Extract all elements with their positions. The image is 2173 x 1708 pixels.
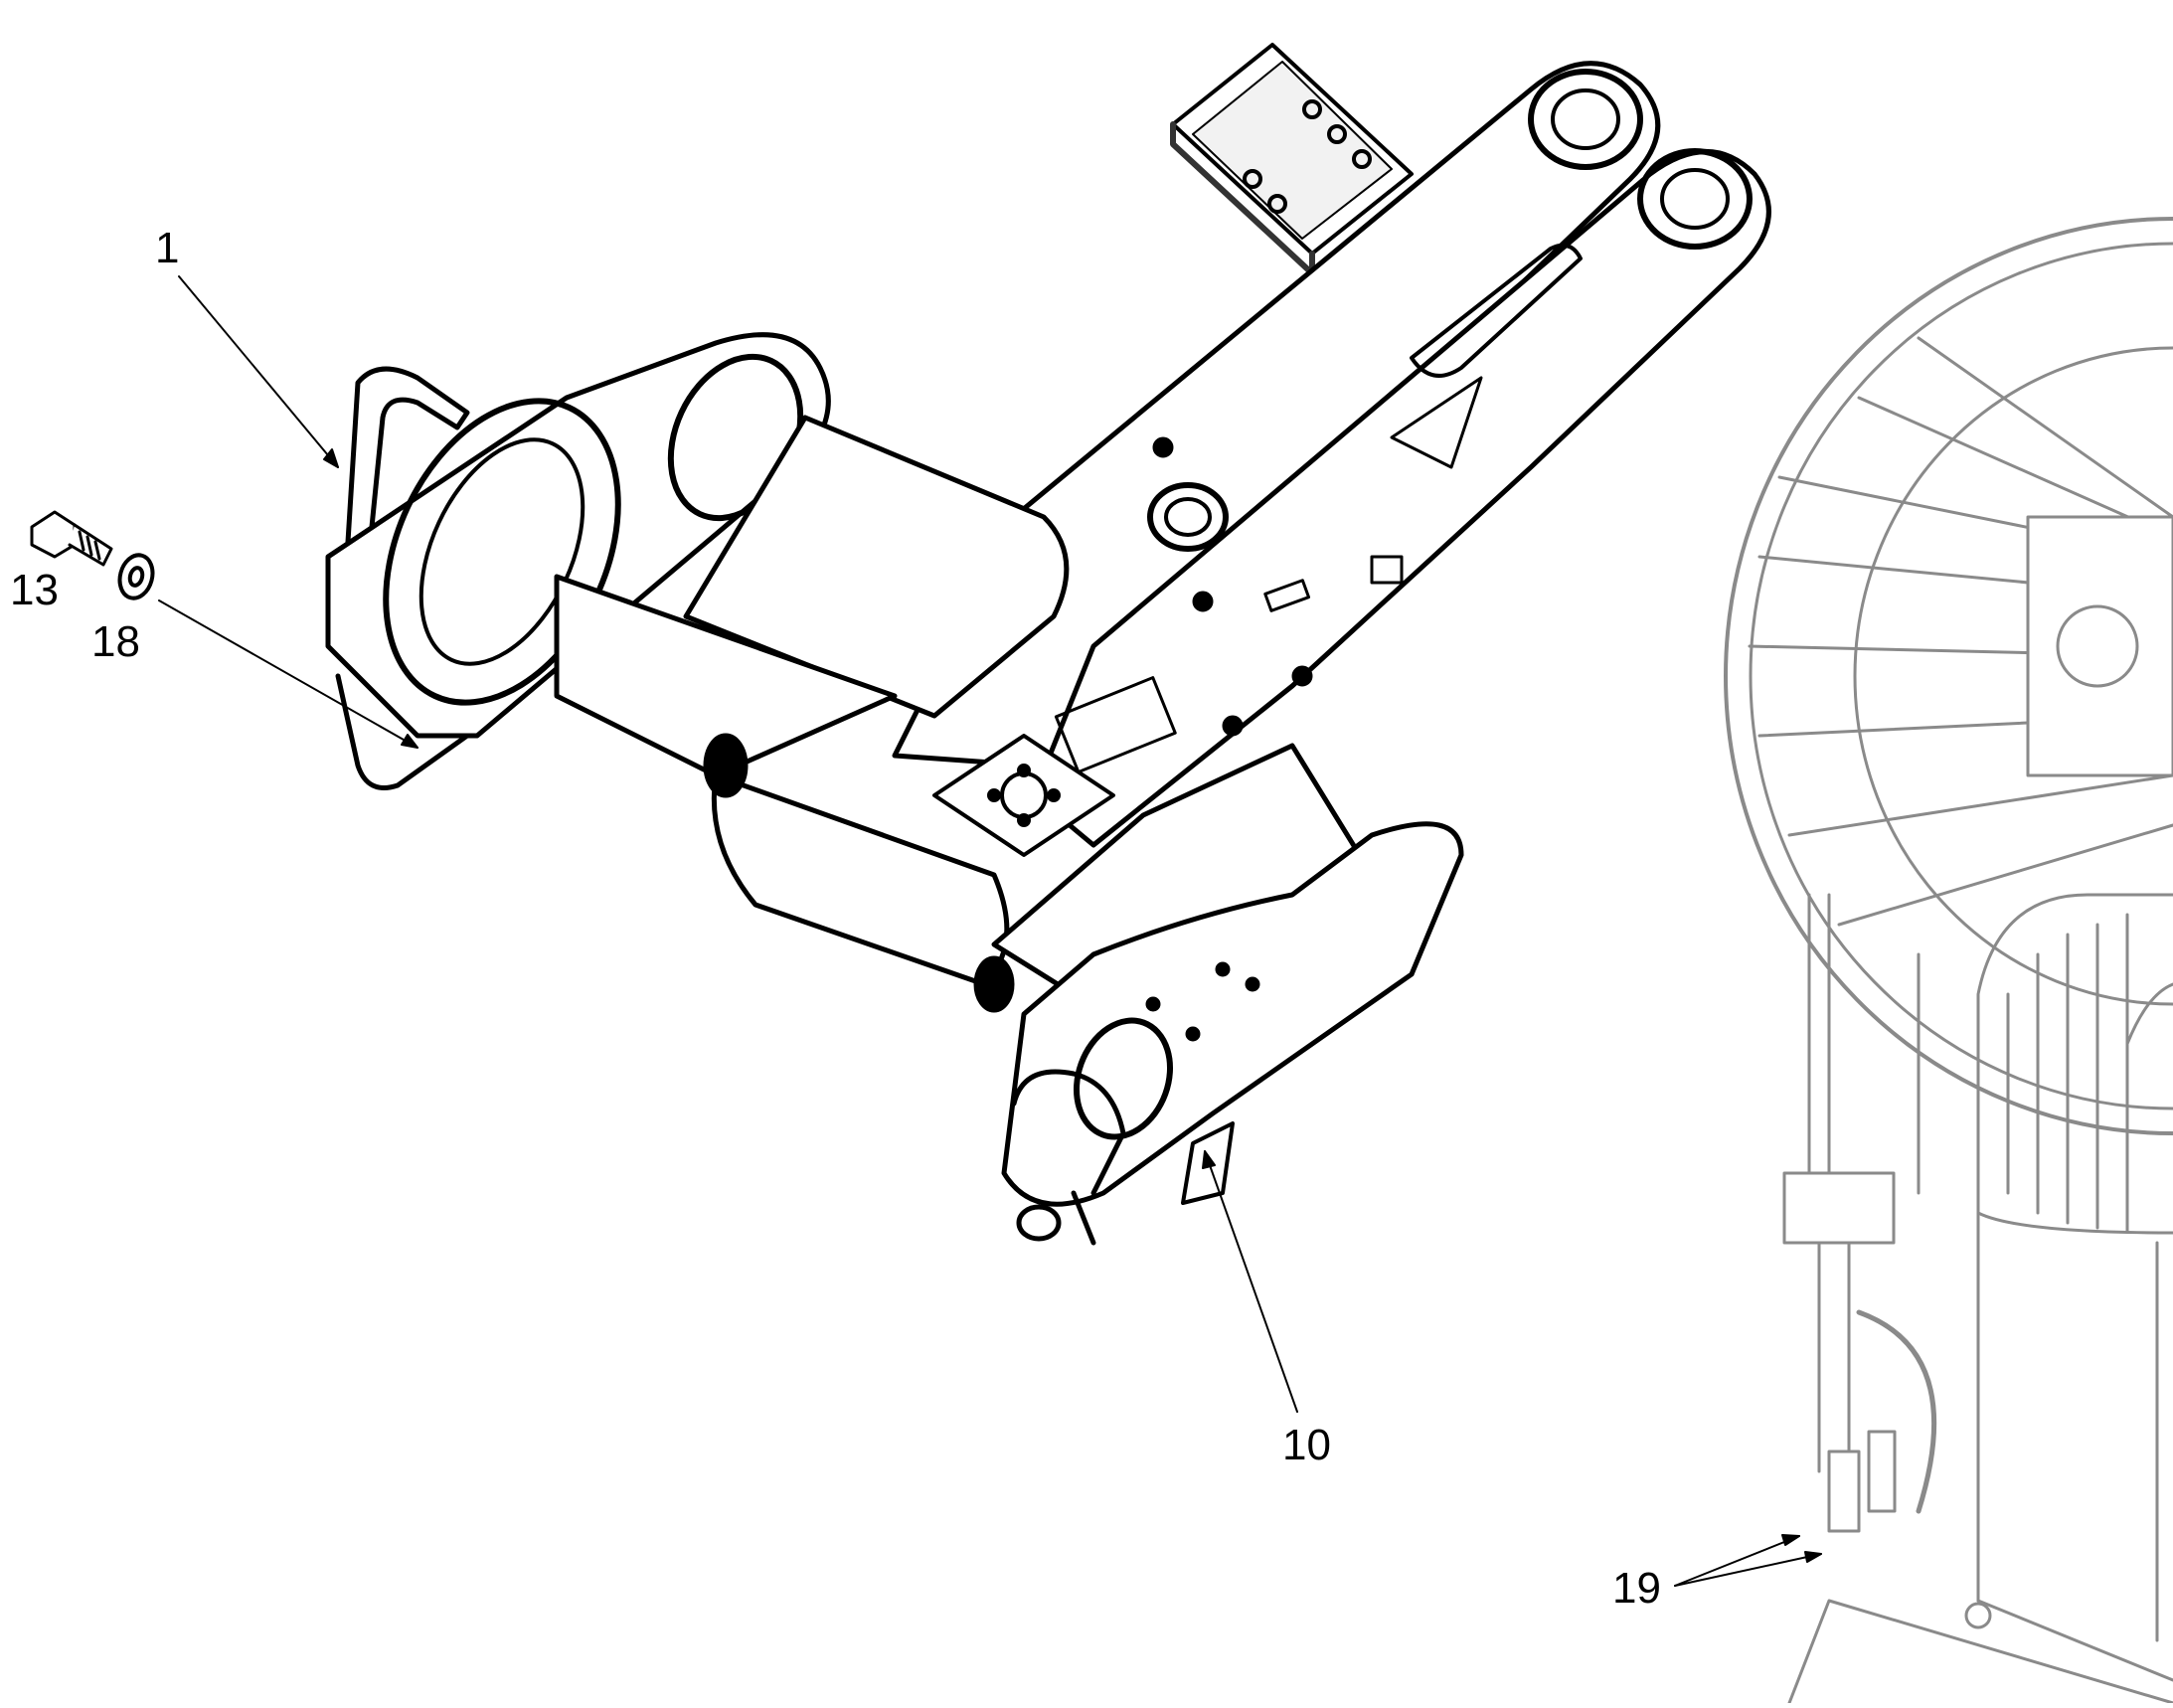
leader-lines — [158, 275, 1822, 1587]
cable-reel-assembly — [1724, 217, 2173, 1705]
bolt-13 — [30, 510, 113, 567]
callout-label-1: 1 — [155, 224, 180, 272]
lower-bracket — [1001, 821, 1464, 1246]
mounting-plate — [932, 734, 1115, 857]
callout-label-13: 13 — [10, 566, 59, 614]
top-rear-bracket — [1170, 43, 1414, 276]
washer-18 — [117, 553, 155, 600]
upper-boom-arms — [892, 61, 1771, 848]
callout-label-18: 18 — [91, 617, 140, 666]
cylinders — [554, 415, 1375, 1047]
callout-label-10: 10 — [1282, 1421, 1331, 1469]
callout-label-19: 19 — [1612, 1564, 1661, 1613]
